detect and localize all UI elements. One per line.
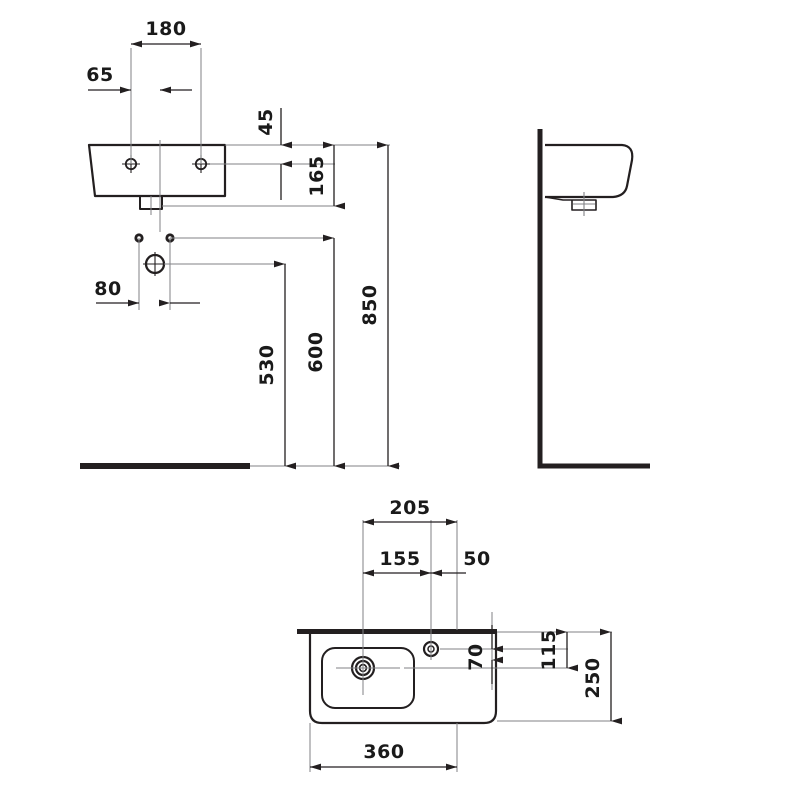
dimension-115-label: 115 xyxy=(538,629,560,670)
dimension-70-label: 70 xyxy=(465,643,487,670)
dimension-180-label: 180 xyxy=(145,18,186,40)
dimension-205-label: 205 xyxy=(389,497,430,519)
dimension-45: 45 xyxy=(255,108,292,200)
dimension-155: 155 xyxy=(363,548,431,577)
dimension-600: 600 xyxy=(305,234,345,470)
dimension-180: 180 xyxy=(131,18,201,48)
front-elevation-view: 180 65 45 165 xyxy=(80,18,400,470)
dimension-65-label: 65 xyxy=(86,64,113,86)
basin-plan-outline xyxy=(308,630,498,725)
dimension-850-label: 850 xyxy=(359,284,381,325)
dimension-70: 70 xyxy=(465,625,503,684)
dimension-115: 115 xyxy=(538,628,578,672)
wall-and-floor-line-side xyxy=(537,129,650,469)
dimension-360: 360 xyxy=(310,741,457,771)
dimension-50-label: 50 xyxy=(463,548,490,570)
dimension-65: 65 xyxy=(86,64,192,94)
dimension-250: 250 xyxy=(582,628,622,725)
wall-edge-plan xyxy=(297,629,497,634)
dimension-155-label: 155 xyxy=(379,548,420,570)
dimension-360-label: 360 xyxy=(363,741,404,763)
plan-view: 205 155 50 70 115 xyxy=(297,497,622,772)
dimension-165: 165 xyxy=(306,141,345,210)
dimension-600-label: 600 xyxy=(305,331,327,372)
dimension-530: 530 xyxy=(256,260,296,470)
dimension-50: 50 xyxy=(431,548,490,577)
basin-underside-and-waste xyxy=(544,196,597,211)
dimension-80: 80 xyxy=(94,278,200,307)
dimension-205: 205 xyxy=(363,497,457,526)
bowl-inner-outline xyxy=(321,647,415,709)
side-elevation-view xyxy=(537,129,650,469)
basin-front-outline xyxy=(87,143,227,198)
basin-side-outline xyxy=(545,143,634,199)
floor-line-front xyxy=(80,463,250,469)
dimension-530-label: 530 xyxy=(256,344,278,385)
dimension-165-label: 165 xyxy=(306,155,328,196)
dimension-850: 850 xyxy=(359,141,399,470)
dimension-45-label: 45 xyxy=(255,108,277,135)
dimension-250-label: 250 xyxy=(582,657,604,698)
dimension-80-label: 80 xyxy=(94,278,121,300)
